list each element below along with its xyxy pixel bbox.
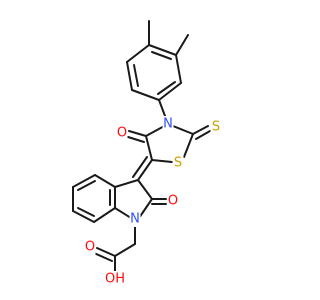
bond-c4-c5 xyxy=(145,135,153,161)
atom-labels: O N S S O N O OH xyxy=(84,116,222,287)
bond-n1-c7a xyxy=(114,207,132,219)
bond-aryl-1 xyxy=(148,44,177,56)
bond-c4-o-2 xyxy=(127,136,145,143)
bond-c2-s-2 xyxy=(195,130,211,140)
molecule-structure: O N S S O N O OH xyxy=(72,20,222,287)
bond-benzo-2 xyxy=(72,174,96,188)
bond-c2ox-n1 xyxy=(138,198,153,219)
atom-o-thiazolidinone: O xyxy=(117,126,127,141)
atom-s-thioxo: S xyxy=(212,120,220,135)
atom-label-background xyxy=(210,119,222,135)
atom-s-ring: S xyxy=(174,156,182,171)
bond-benzo-4 xyxy=(72,210,95,223)
bond-aryl-inner-1 xyxy=(151,51,172,60)
bond-c5-c3-1 xyxy=(137,159,153,181)
bond-c5-s1 xyxy=(151,159,173,163)
atom-oh-acid: OH xyxy=(105,272,125,287)
bond-c-o-2 xyxy=(93,252,113,262)
atom-label-background xyxy=(116,125,128,141)
atom-label-background xyxy=(129,211,141,227)
atom-n-oxindole: N xyxy=(130,212,140,227)
bond-benzo-inner-2 xyxy=(77,207,95,217)
atom-label-background xyxy=(167,193,179,209)
bond-c3-c2ox xyxy=(137,179,153,200)
atom-n-thiazolidinone: N xyxy=(163,117,173,132)
bond-c5-c3-2 xyxy=(132,156,148,178)
bond-c3a-c3 xyxy=(114,179,139,188)
bond-aryl-inner-2 xyxy=(157,81,176,95)
bond-aryl-2 xyxy=(175,54,182,84)
bond-c-o-1 xyxy=(96,247,116,257)
atom-o-oxindole: O xyxy=(168,194,178,209)
bond-aryl-6 xyxy=(126,44,150,63)
atom-label-background xyxy=(162,116,174,132)
bond-aryl-inner-3 xyxy=(133,64,139,87)
atom-label-background xyxy=(172,155,184,171)
bond-aryl-3 xyxy=(158,82,182,101)
bond-c4-o-1 xyxy=(128,130,147,137)
bond-benzo-1 xyxy=(94,174,116,188)
bond-benzo-5 xyxy=(93,207,116,223)
bond-ch2-c xyxy=(114,243,136,257)
bond-benzo-inner-1 xyxy=(77,180,96,191)
atom-o-acid-carbonyl: O xyxy=(85,240,95,255)
bond-s1-c2 xyxy=(183,133,194,158)
bond-aryl-4 xyxy=(131,89,160,101)
bond-aryl-5 xyxy=(126,61,133,91)
bond-c2-s-1 xyxy=(192,125,209,135)
atom-label-background xyxy=(105,271,125,287)
atom-label-background xyxy=(84,239,96,255)
bonds xyxy=(72,20,211,272)
bond-methyl-right xyxy=(175,34,189,56)
